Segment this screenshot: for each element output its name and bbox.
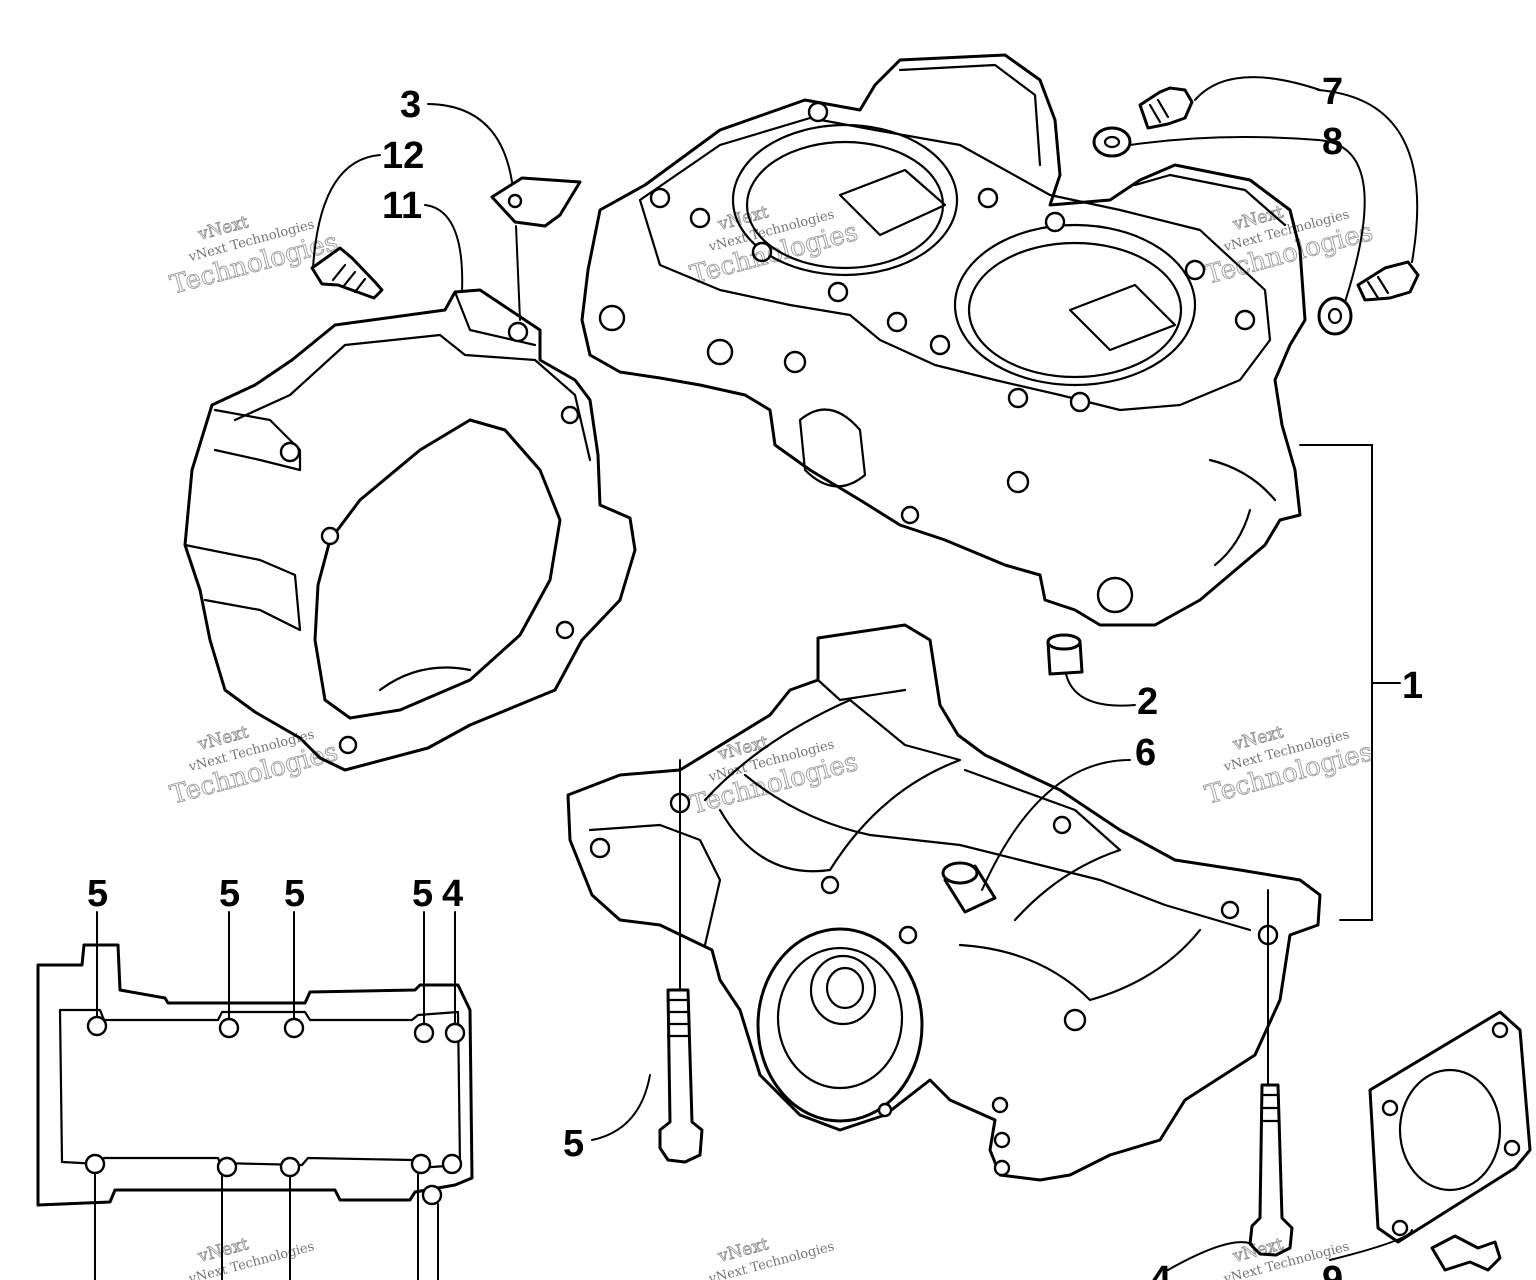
washer-part-8 [1092,126,1353,336]
bolt-part-9 [1430,1234,1502,1272]
callout-5-detail-a: 5 [87,873,108,915]
lower-crankcase [566,623,1322,1182]
callout-7: 7 [1322,71,1343,113]
upper-crankcase [580,53,1307,627]
callout-5-detail-d: 5 [412,873,433,915]
callout-4-detail: 4 [442,873,463,915]
callout-2: 2 [1137,681,1158,723]
dowel-part-2 [1046,633,1084,676]
callout-3: 3 [400,84,421,126]
callout-12: 12 [382,135,424,177]
bolt-pattern-detail [36,911,474,1280]
bolt-part-5 [658,759,704,1164]
callout-4-bolt: 4 [1150,1259,1171,1280]
bolt-part-7b [1356,260,1420,302]
callout-8: 8 [1322,121,1343,163]
callout-5-bolt: 5 [563,1123,584,1165]
bolt-part-12 [310,246,384,300]
bushing-part-6 [941,861,997,914]
callout-9: 9 [1322,1259,1343,1280]
callout-labels: 3 12 11 7 8 1 2 6 5 5 5 5 4 5 4 9 [87,71,1423,1280]
callout-5-detail-c: 5 [284,873,305,915]
flywheel-housing [183,288,637,772]
clip-part-3 [490,176,582,321]
callout-5-detail-b: 5 [219,873,240,915]
gasket-plate-part-9 [1368,1010,1532,1244]
bolt-part-4 [1248,889,1294,1257]
leader-lines [312,76,1419,1271]
callout-6: 6 [1135,732,1156,774]
callout-11: 11 [382,185,422,227]
bolt-part-7 [1138,86,1194,130]
callout-1: 1 [1402,665,1423,707]
